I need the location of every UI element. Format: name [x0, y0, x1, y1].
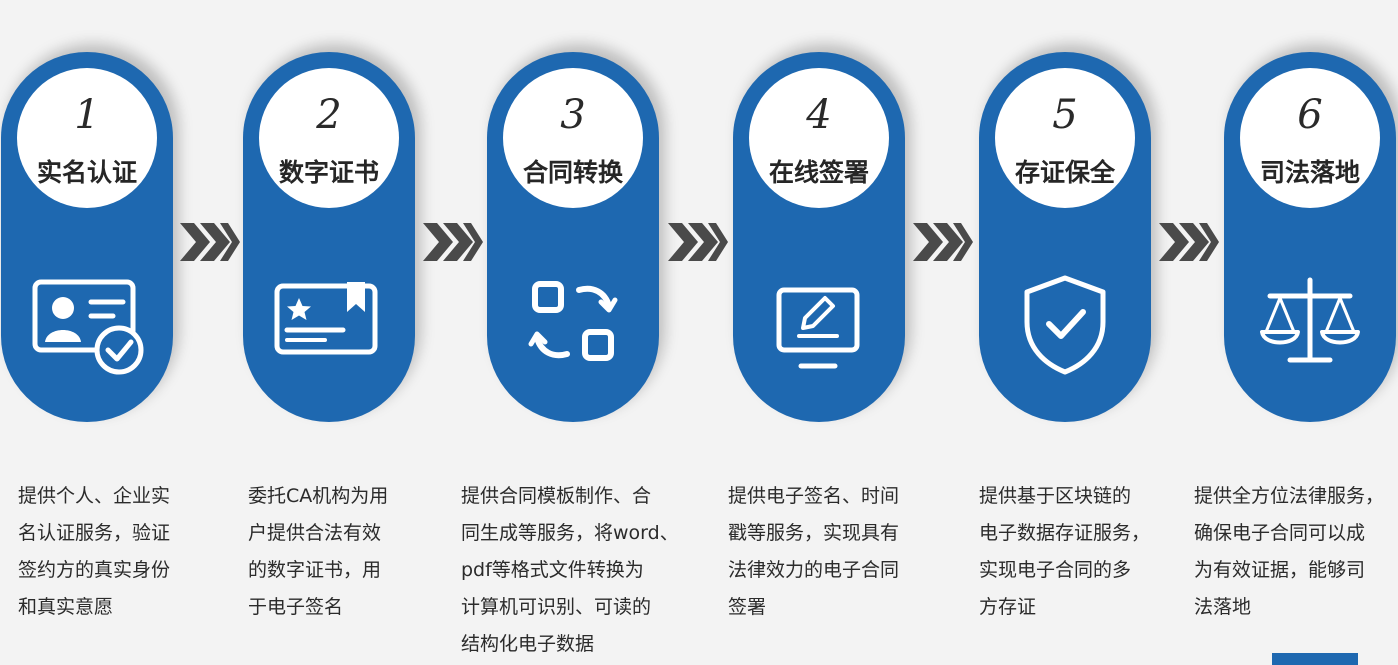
step-2-number: 2: [316, 92, 342, 138]
step-6-number: 6: [1297, 92, 1323, 138]
step-1-title: 实名认证: [36, 158, 137, 187]
step-4-number: 4: [806, 92, 832, 138]
monitor-pen-icon: [776, 287, 860, 369]
step-3-description: 提供合同模板制作、合 同生成等服务，将word、 pdf等格式文件转换为 计算机…: [461, 485, 679, 655]
step-3-title: 合同转换: [522, 158, 623, 187]
step-1-pill: 1 实名认证: [1, 52, 173, 422]
step-6-description: 提供全方位法律服务， 确保电子合同可以成 为有效证据，能够司 法落地: [1194, 485, 1385, 618]
step-2-pill: 2 数字证书: [243, 52, 415, 422]
step-4-pill: 4 在线签署: [733, 52, 905, 422]
step-2-description: 委托CA机构为用 户提供合法有效 的数字证书，用 于电子签名: [248, 485, 389, 618]
step-5-number: 5: [1052, 92, 1078, 138]
chevron-right-icon: [1159, 223, 1219, 261]
id-card-check-icon: [32, 279, 144, 375]
convert-icon: [528, 281, 618, 361]
chevron-right-icon: [423, 223, 483, 261]
step-3-pill: 3 合同转换: [487, 52, 659, 422]
step-4-title: 在线签署: [768, 158, 869, 187]
step-4-badge: 4 在线签署: [749, 68, 889, 208]
corner-decoration: [1272, 653, 1358, 665]
step-2-badge: 2 数字证书: [259, 68, 399, 208]
step-6-pill: 6 司法落地: [1224, 52, 1396, 422]
chevron-right-icon: [913, 223, 973, 261]
shield-check-icon: [1024, 275, 1106, 375]
step-4-description: 提供电子签名、时间 戳等服务，实现具有 法律效力的电子合同 签署: [728, 485, 900, 618]
step-1-number: 1: [74, 92, 100, 138]
certificate-icon: [274, 282, 378, 355]
step-6-title: 司法落地: [1259, 158, 1360, 187]
step-1-description: 提供个人、企业实 名认证服务，验证 签约方的真实身份 和真实意愿: [18, 485, 171, 618]
scales-icon: [1260, 277, 1360, 363]
step-2-title: 数字证书: [278, 158, 379, 187]
chevron-right-icon: [668, 223, 728, 261]
step-5-title: 存证保全: [1014, 158, 1115, 187]
step-5-pill: 5 存证保全: [979, 52, 1151, 422]
step-3-badge: 3 合同转换: [503, 68, 643, 208]
step-3-number: 3: [560, 92, 586, 138]
step-5-description: 提供基于区块链的 电子数据存证服务， 实现电子合同的多 方存证: [979, 485, 1151, 618]
step-6-badge: 6 司法落地: [1240, 68, 1380, 208]
step-5-badge: 5 存证保全: [995, 68, 1135, 208]
step-1-badge: 1 实名认证: [17, 68, 157, 208]
chevron-right-icon: [180, 223, 240, 261]
